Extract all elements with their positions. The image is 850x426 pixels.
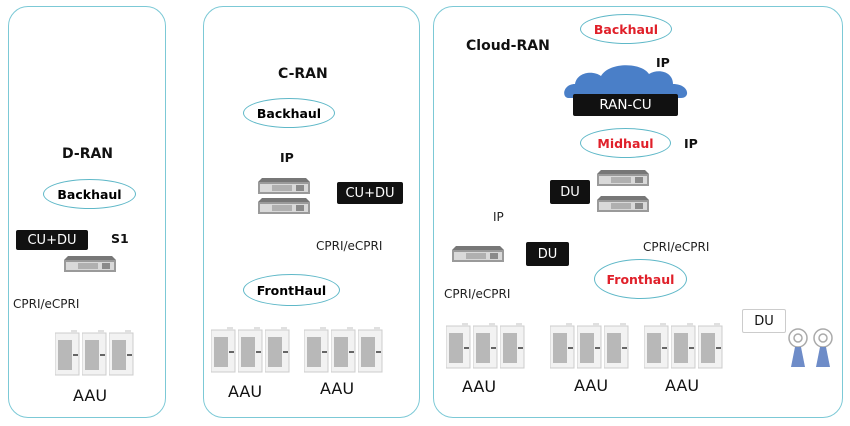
c-ran-ip-label: IP [280,150,294,165]
d-ran-aau-label: AAU [73,386,108,405]
c-ran-aau-label-right: AAU [320,379,355,398]
d-ran-server-icon [64,256,116,272]
aau-unit-icon [698,323,723,369]
cloud-ran-ip-mid-label: IP [684,136,698,151]
cloud-ran-du-left-label: DU [526,242,569,266]
aau-unit-icon [604,323,629,369]
c-ran-backhaul-ellipse: Backhaul [243,98,335,128]
c-ran-aau-label-left: AAU [228,382,263,401]
c-ran-server-icon-1 [258,178,310,194]
aau-unit-icon [265,327,290,373]
cloud-ran-du-center-label: DU [550,180,590,204]
cloud-ran-aau-label-left: AAU [462,377,497,396]
aau-unit-icon [82,330,107,376]
c-ran-server-icon-2 [258,198,310,214]
aau-unit-icon [644,323,669,369]
aau-unit-icon [671,323,696,369]
aau-unit-icon [473,323,498,369]
c-ran-cu-du-label: CU+DU [337,182,403,204]
aau-unit-icon [550,323,575,369]
cloud-ran-title: Cloud-RAN [466,38,550,54]
aau-unit-icon [331,327,356,373]
cloud-ran-aau-label-center: AAU [574,376,609,395]
cloud-ran-backhaul-ellipse: Backhaul [580,14,672,44]
aau-unit-icon [446,323,471,369]
d-ran-title: D-RAN [62,146,114,162]
aau-unit-icon [500,323,525,369]
cloud-ran-ip-top-label: IP [656,55,670,70]
cloud-ran-du-left-server-icon [452,246,504,262]
d-ran-cpri-label: CPRI/eCPRI [13,297,80,311]
c-ran-title: C-RAN [278,66,328,82]
cloud-ran-du-server-icon-1 [597,170,649,186]
d-ran-s1-label: S1 [111,231,129,246]
cloud-ran-midhaul-ellipse: Midhaul [580,128,671,158]
cloud-icon [564,65,688,98]
c-ran-cpri-label: CPRI/eCPRI [316,239,383,253]
cloud-ran-ip-left-label: IP [493,210,504,224]
aau-unit-icon [238,327,263,373]
aau-unit-icon [109,330,134,376]
aau-unit-icon [304,327,329,373]
antenna-icon-1 [788,328,808,367]
aau-unit-icon [577,323,602,369]
cloud-ran-aau-label-right: AAU [665,376,700,395]
d-ran-backhaul-ellipse: Backhaul [43,179,136,209]
cloud-ran-cpri-left-label: CPRI/eCPRI [444,287,511,301]
aau-unit-icon [55,330,80,376]
d-ran-cu-du-label: CU+DU [16,230,88,250]
cloud-ran-du-right-label: DU [742,309,786,333]
cloud-ran-du-server-icon-2 [597,196,649,212]
cloud-ran-cu-label: RAN-CU [573,94,678,116]
cloud-ran-cpri-center-label: CPRI/eCPRI [643,240,710,254]
aau-unit-icon [358,327,383,373]
aau-unit-icon [211,327,236,373]
cloud-ran-fronthaul-ellipse: Fronthaul [594,259,687,299]
c-ran-fronthaul-ellipse: FrontHaul [243,274,340,306]
antenna-icon-2 [813,328,833,367]
